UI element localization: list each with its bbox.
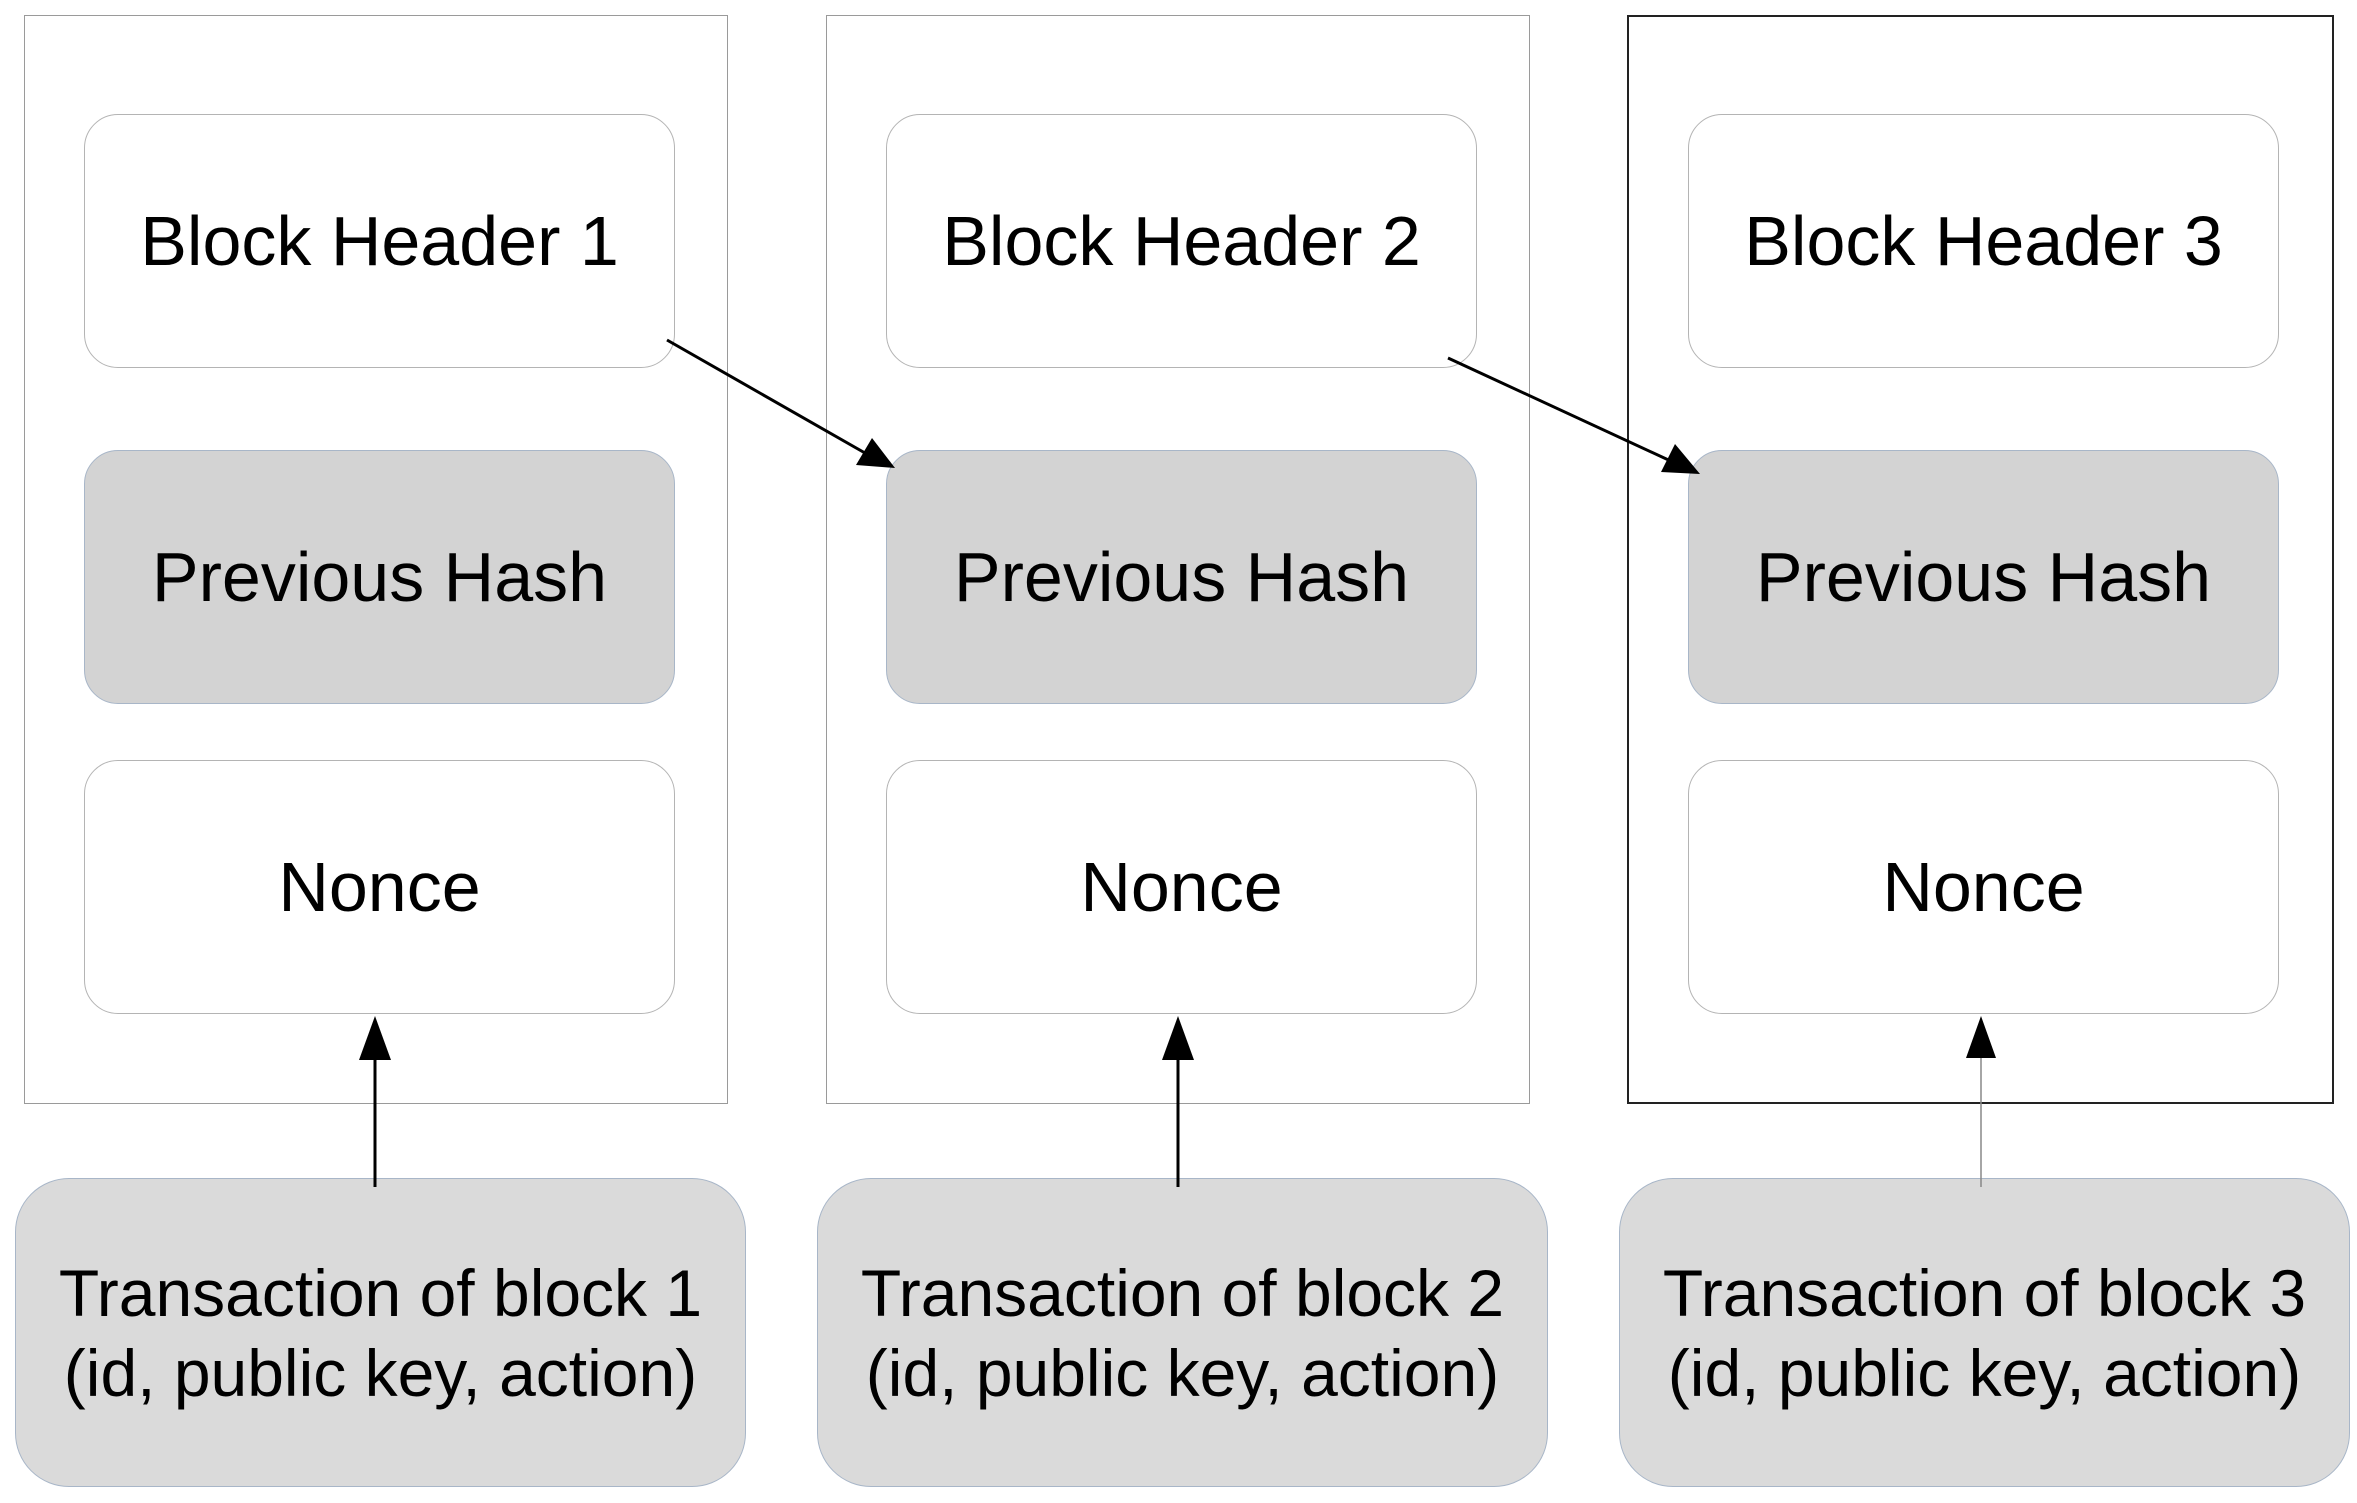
block-2-previous-hash-label: Previous Hash — [953, 538, 1410, 616]
block-1-header: Block Header 1 — [84, 114, 675, 368]
transaction-block-1: Transaction of block 1 (id, public key, … — [15, 1178, 746, 1487]
block-1-nonce: Nonce — [84, 760, 675, 1014]
arrow-transaction1-to-nonce1 — [359, 1016, 391, 1187]
transaction-block-2-fields: (id, public key, action) — [865, 1335, 1500, 1410]
block-3-header: Block Header 3 — [1688, 114, 2279, 368]
block-3-nonce: Nonce — [1688, 760, 2279, 1014]
block-3-previous-hash: Previous Hash — [1688, 450, 2279, 704]
block-2-previous-hash: Previous Hash — [886, 450, 1477, 704]
transaction-block-3: Transaction of block 3 (id, public key, … — [1619, 1178, 2350, 1487]
transaction-block-3-title: Transaction of block 3 — [1662, 1255, 2307, 1330]
block-1-header-label: Block Header 1 — [140, 202, 619, 280]
block-2-header-label: Block Header 2 — [942, 202, 1421, 280]
block-1-previous-hash: Previous Hash — [84, 450, 675, 704]
block-3-nonce-label: Nonce — [1882, 848, 2085, 926]
block-2-header: Block Header 2 — [886, 114, 1477, 368]
block-1-nonce-label: Nonce — [278, 848, 481, 926]
transaction-block-2-title: Transaction of block 2 — [860, 1255, 1505, 1330]
transaction-block-1-title: Transaction of block 1 — [58, 1255, 703, 1330]
block-2-nonce-label: Nonce — [1080, 848, 1283, 926]
block-2-nonce: Nonce — [886, 760, 1477, 1014]
block-3-header-label: Block Header 3 — [1744, 202, 2223, 280]
arrow-transaction2-to-nonce2 — [1162, 1016, 1194, 1187]
arrow-transaction3-to-nonce3 — [1966, 1016, 1996, 1187]
transaction-block-3-fields: (id, public key, action) — [1667, 1335, 2302, 1410]
arrow-header1-to-hash2 — [666, 338, 895, 468]
transaction-block-1-fields: (id, public key, action) — [63, 1335, 698, 1410]
arrow-header2-to-hash3 — [1447, 356, 1700, 474]
block-3-previous-hash-label: Previous Hash — [1755, 538, 2212, 616]
transaction-block-2: Transaction of block 2 (id, public key, … — [817, 1178, 1548, 1487]
block-1-previous-hash-label: Previous Hash — [151, 538, 608, 616]
